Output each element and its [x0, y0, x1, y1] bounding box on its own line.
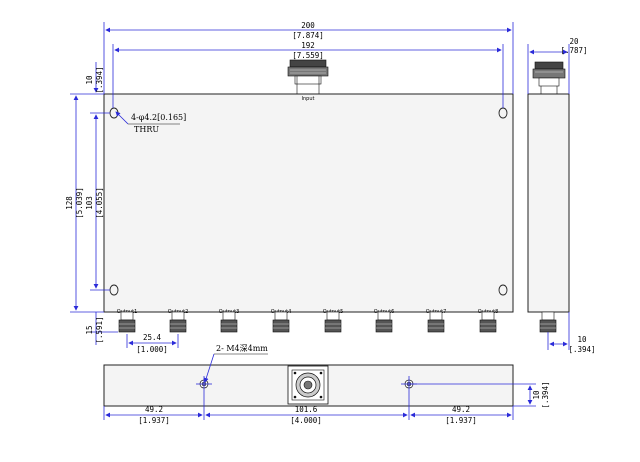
- dim-value-inch: [4.055]: [95, 187, 104, 219]
- dim-value: 49.2: [452, 405, 470, 414]
- dim-value: 10: [532, 390, 541, 400]
- hole-callout: 4-φ4.2[0.165] THRU: [115, 111, 186, 134]
- output-connector: [169, 311, 187, 333]
- dim-value-inch: [7.874]: [292, 31, 324, 40]
- dim-value: 200: [301, 21, 315, 30]
- dim-value-inch: [.787]: [560, 46, 587, 55]
- dimension-hole-spacing: 192 [7.559]: [112, 41, 504, 108]
- dim-value: 10: [577, 335, 587, 344]
- dim-value: 25.4: [143, 333, 162, 342]
- thread-note: 2- M4深4mm: [216, 344, 268, 353]
- dim-value-inch: [4.000]: [290, 416, 322, 425]
- output-connector: [220, 311, 238, 333]
- dimension-bottom-left: 49.2 [1.937]: [103, 392, 205, 425]
- input-connector: [287, 59, 329, 94]
- dim-value-inch: [.591]: [95, 316, 104, 343]
- bottom-view: 2- M4深4mm 49.2 [1.937] 101.6 [4.000] 49.…: [103, 344, 550, 425]
- side-output-connector: [539, 311, 557, 333]
- front-body: [103, 93, 514, 313]
- side-view: 20 [.787] 10 [.394]: [527, 37, 596, 354]
- dim-value: 128: [65, 196, 74, 210]
- dimension-side-width: 20 [.787]: [527, 37, 588, 94]
- dim-value: 20: [569, 37, 579, 46]
- side-body: [527, 93, 570, 313]
- dimension-bottom-middle: 101.6 [4.000]: [205, 392, 410, 425]
- dim-value-inch: [.394]: [95, 66, 104, 93]
- dimension-top-offset: 10 [.394]: [85, 62, 104, 94]
- dimension-output-pitch: 25.4 [1.000]: [126, 333, 179, 354]
- dim-value-inch: [1.937]: [138, 416, 170, 425]
- dim-value-inch: [.394]: [568, 345, 595, 354]
- dim-value-inch: [7.559]: [292, 51, 324, 60]
- dim-value-inch: [1.000]: [136, 345, 168, 354]
- front-view: Input Output1 Output2 Output3 Output4 Ou…: [65, 21, 514, 354]
- dim-value-inch: [5.039]: [75, 187, 84, 219]
- dim-value: 15: [85, 325, 94, 334]
- output-connector: [272, 311, 290, 333]
- output-connector: [118, 311, 136, 333]
- input-label: Input: [302, 96, 315, 102]
- thread-callout: 2- M4深4mm: [203, 344, 268, 383]
- mounting-hole: [498, 284, 508, 296]
- dimension-overall-width: 200 [7.874]: [103, 21, 514, 94]
- hole-note-line2: THRU: [134, 125, 159, 134]
- dimension-bottom-right: 49.2 [1.937]: [410, 405, 514, 425]
- side-input-connector: [532, 61, 566, 94]
- output-connector: [479, 311, 497, 333]
- output-connector: [427, 311, 445, 333]
- dim-value: 103: [85, 196, 94, 210]
- hole-note-line1: 4-φ4.2[0.165]: [131, 113, 186, 122]
- dimension-height-inner: 103 [4.055]: [85, 112, 110, 291]
- output-connector: [324, 311, 342, 333]
- dim-value-inch: [1.937]: [445, 416, 477, 425]
- dimension-height-outer: 128 [5.039]: [65, 93, 104, 313]
- dim-value: 101.6: [295, 405, 318, 414]
- output-connector: [375, 311, 393, 333]
- dimension-bottom-depth: 10 [.394]: [409, 381, 550, 409]
- dim-value: 49.2: [145, 405, 163, 414]
- dimension-side-connector-offset: 10 [.394]: [547, 312, 596, 354]
- dim-value: 192: [301, 41, 315, 50]
- dim-value: 10: [85, 75, 94, 85]
- bottom-connector: [287, 365, 329, 405]
- dimension-bottom-offset: 15 [.591]: [85, 312, 118, 345]
- dim-value-inch: [.394]: [541, 381, 550, 408]
